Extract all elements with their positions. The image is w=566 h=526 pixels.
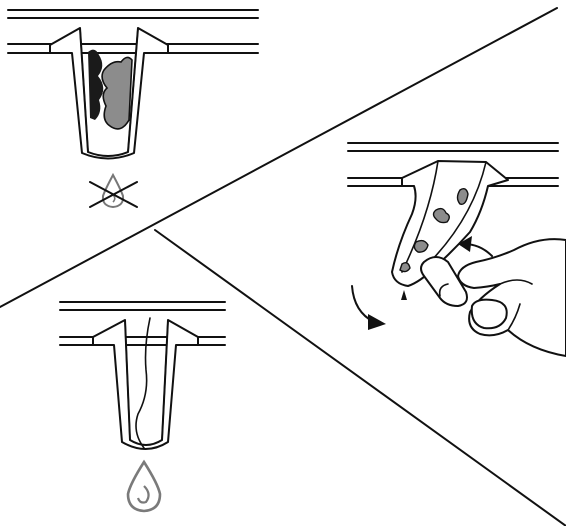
divider-diagonal-upper [0, 7, 558, 308]
panel-dividers [0, 7, 566, 526]
rotation-arrows-icon [351, 236, 493, 330]
water-drop-icon [126, 459, 162, 513]
debris-spots-icon [399, 187, 469, 300]
drain-valve-icon [347, 142, 559, 287]
panel-squeeze-drain [347, 142, 566, 357]
drain-valve-icon [59, 301, 226, 450]
panel-clear-drain [59, 301, 226, 513]
divider-diagonal-lower [154, 229, 566, 526]
no-drip-icon [89, 172, 138, 209]
pinching-hand-icon [420, 238, 566, 357]
drain-valve-icon [7, 9, 259, 160]
clog-blockage-icon [88, 49, 133, 130]
panel-blocked-drain [7, 9, 259, 209]
